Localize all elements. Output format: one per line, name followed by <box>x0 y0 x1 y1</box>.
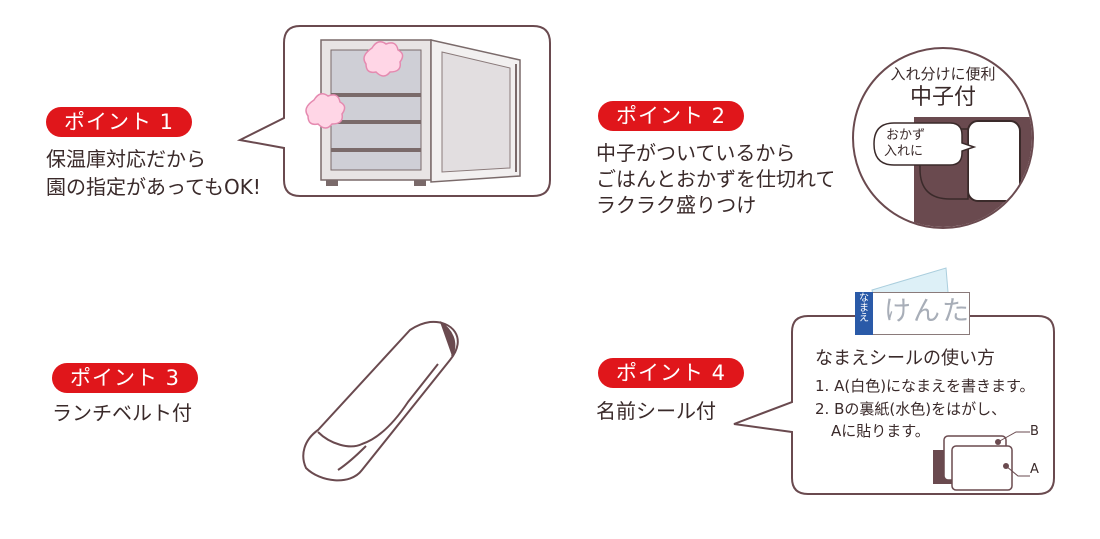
circle-caption: 入れ分けに便利 <box>890 65 996 83</box>
layer-label-a: A <box>1030 462 1039 477</box>
name-sticker <box>855 292 970 335</box>
inner-tray-detail-circle: 入れ分けに便利 中子付 おかず 入れに <box>852 47 1034 229</box>
point4-line1: 名前シール付 <box>596 399 716 423</box>
bubble-line1: おかず <box>886 128 926 143</box>
sticker-usage-title: なまえシールの使い方 <box>815 348 995 369</box>
circle-title: 中子付 <box>909 85 976 110</box>
point1-line2: 園の指定があってもOK! <box>46 175 261 199</box>
sticker-tag: なまえ <box>855 292 873 335</box>
layer-label-b: B <box>1030 424 1039 439</box>
point2-line3: ラクラク盛りつけ <box>596 193 757 217</box>
circle-speech-bubble <box>873 122 977 166</box>
steam-puff-icon <box>305 41 404 129</box>
point3-line1: ランチベルト付 <box>52 401 192 425</box>
sticker-name: けんた <box>884 296 971 327</box>
point4-badge: ポイント 4 <box>598 358 745 388</box>
sticker-step1: 1. A(白色)になまえを書きます。 <box>815 377 1035 395</box>
sticker-step2: 2. Bの裏紙(水色)をはがし、 <box>815 400 1007 418</box>
bubble-line2: 入れに <box>884 144 924 159</box>
point2-line1: 中子がついているから <box>596 141 796 165</box>
point2-badge: ポイント 2 <box>598 101 745 131</box>
sticker-step3: Aに貼ります。 <box>831 422 930 440</box>
point3-badge: ポイント 3 <box>52 363 199 393</box>
point1-badge: ポイント 1 <box>46 107 193 137</box>
point2-line2: ごはんとおかずを仕切れて <box>596 167 836 191</box>
point1-line1: 保温庫対応だから <box>46 147 206 171</box>
